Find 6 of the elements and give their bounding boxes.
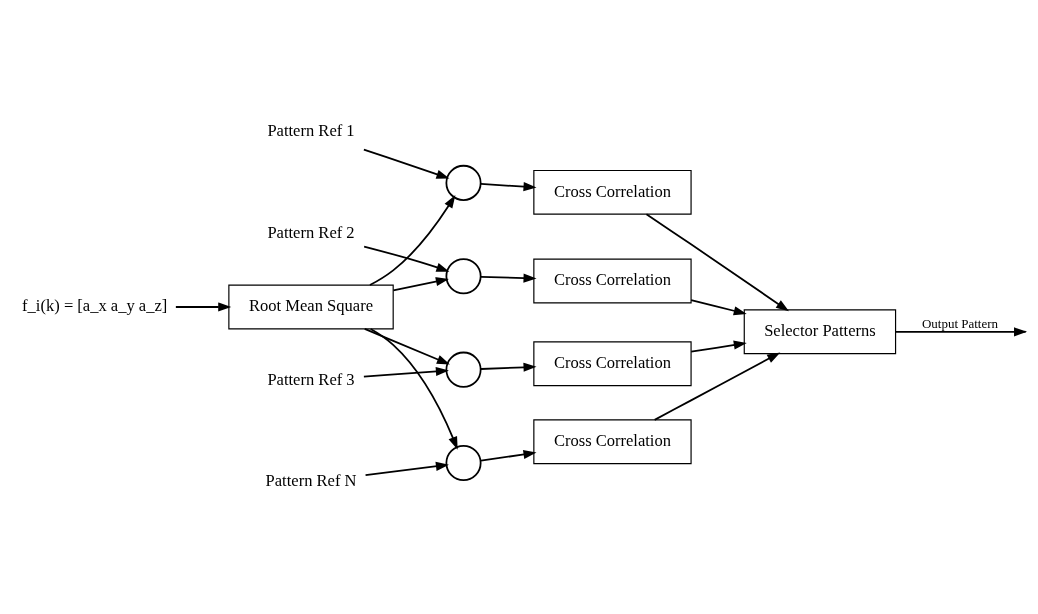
node-text: Pattern Ref N xyxy=(265,471,356,491)
node-text: f_i(k) = [a_x a_y a_z] xyxy=(21,296,167,316)
node-text: Pattern Ref 2 xyxy=(266,223,355,243)
edge-label: Output Pattern xyxy=(921,316,998,332)
node-text: Pattern Ref 1 xyxy=(266,121,355,141)
node-text: Pattern Ref 3 xyxy=(266,369,355,389)
